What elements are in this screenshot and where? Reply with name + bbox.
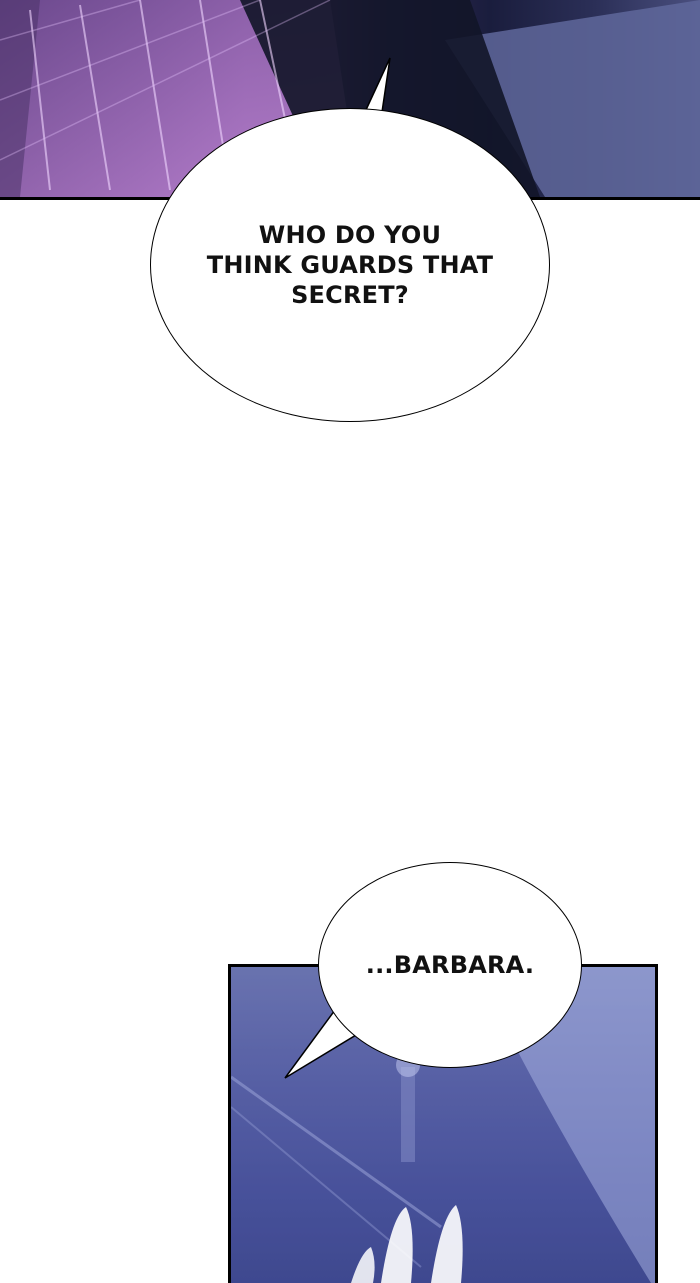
dress-lace bbox=[0, 0, 331, 161]
hand-finger-1 bbox=[381, 1207, 413, 1283]
dress-shadow bbox=[0, 0, 40, 197]
hand-finger-2 bbox=[431, 1205, 463, 1283]
hand-finger-3 bbox=[351, 1247, 375, 1283]
speech-text-1: WHO DO YOU THINK GUARDS THAT SECRET? bbox=[206, 221, 494, 309]
dress-pattern bbox=[29, 0, 301, 191]
speech-bubble-1: WHO DO YOU THINK GUARDS THAT SECRET? bbox=[150, 108, 550, 422]
speech-text-2: ...BARBARA. bbox=[365, 951, 535, 979]
staircase-rail-lower bbox=[231, 1106, 422, 1268]
sleeve-shape bbox=[445, 0, 700, 197]
speech-bubble-2: ...BARBARA. bbox=[318, 862, 582, 1068]
staircase-rail bbox=[231, 1075, 442, 1229]
lamp-post bbox=[401, 1067, 415, 1162]
